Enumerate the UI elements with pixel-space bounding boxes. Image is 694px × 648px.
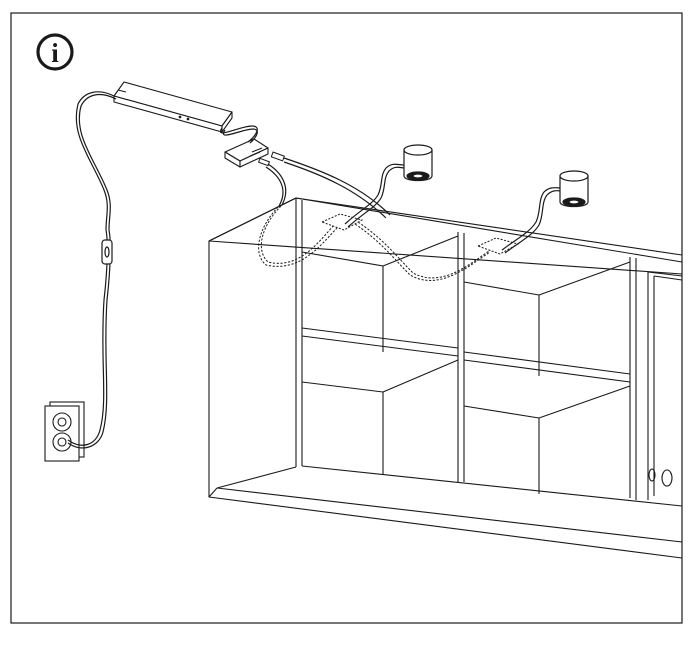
distribution-connector <box>224 138 269 168</box>
info-circle-icon: i <box>36 33 74 71</box>
led-driver <box>113 81 233 133</box>
spotlight-2 <box>501 170 589 254</box>
wall-outlet <box>44 401 85 462</box>
cable-plugs <box>257 151 285 167</box>
info-glyph: i <box>51 38 59 68</box>
lamp-cables <box>265 157 391 219</box>
spotlight-1 <box>344 144 433 228</box>
power-cord-with-inline-switch <box>67 91 117 449</box>
wall-cabinet <box>208 197 683 559</box>
hidden-cables <box>258 205 493 281</box>
illustration-border <box>10 12 683 624</box>
driver-to-connector-cable <box>219 125 258 144</box>
